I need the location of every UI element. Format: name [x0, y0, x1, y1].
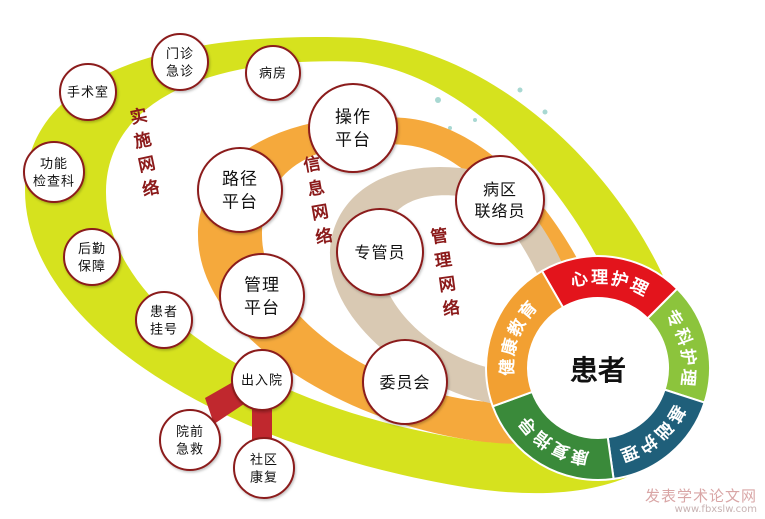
ring-segment-char: 康 [498, 335, 523, 357]
patient-ring: 心理护理专科护理基础护理康复指导健康教育 [485, 255, 711, 481]
ring-segment-char: 理 [591, 268, 608, 288]
ring-label-outer-char: 施 [132, 129, 153, 153]
node-specialist-manager: 专管员 [336, 208, 424, 296]
node-label: 后勤 [78, 242, 106, 257]
node-label: 专管员 [354, 243, 405, 262]
ring-segment-char: 护 [676, 347, 699, 366]
ring-label-inner-char: 理 [433, 250, 453, 272]
center-label: 患者 [570, 354, 626, 387]
node-label: 手术室 [67, 85, 109, 101]
node-operating-room: 手术室 [59, 63, 117, 121]
ring-label-outer-char: 络 [140, 177, 161, 201]
node-circle [151, 33, 209, 91]
node-circle [245, 45, 301, 101]
ring-segment-char: 理 [677, 368, 699, 387]
node-label: 社区 [250, 452, 278, 468]
node-label: 挂号 [150, 322, 178, 337]
node-label: 检查科 [33, 174, 75, 189]
node-label: 患者 [150, 305, 178, 320]
ring-label-middle-char: 络 [314, 225, 334, 249]
node-label: 急救 [176, 441, 204, 457]
node-circle [135, 291, 193, 349]
node-circle [159, 409, 221, 471]
ring-segment-char: 心 [569, 268, 590, 291]
ring-label-inner-char: 管 [429, 225, 449, 248]
node-ward: 病房 [245, 45, 301, 101]
watermark-title: 发表学术论文网 [644, 486, 757, 505]
node-label: 康复 [250, 469, 278, 485]
node-label: 院前 [176, 424, 204, 440]
patient-center [528, 298, 668, 438]
ring-segment-char: 护 [609, 268, 631, 292]
node-label: 路径 [222, 170, 258, 190]
ring-label-inner-char: 网 [437, 274, 457, 296]
node-label: 平台 [335, 131, 371, 151]
node-label: 委员会 [379, 373, 430, 392]
node-circle [455, 155, 545, 245]
node-circle [219, 253, 305, 339]
node-committee: 委员会 [362, 339, 448, 425]
node-label: 急诊 [166, 64, 194, 79]
node-label: 门诊 [166, 47, 194, 62]
node-label: 管理 [244, 276, 280, 296]
outer-ring [25, 37, 692, 494]
ring-label-middle-char: 网 [310, 202, 330, 225]
node-label: 病房 [259, 66, 287, 82]
node-label: 出入院 [241, 374, 283, 389]
ring-label-inner-char: 络 [441, 297, 461, 320]
ring-segment-char: 健 [497, 359, 518, 376]
node-label: 平台 [244, 299, 280, 319]
node-admission-discharge: 出入院 [231, 349, 293, 411]
ring-segment-char: 理 [618, 440, 641, 465]
ring-segment-char: 康 [569, 445, 591, 469]
ring-label-outer-char: 实 [128, 105, 149, 129]
node-circle [63, 228, 121, 286]
ring-label-outer-char: 网 [137, 154, 158, 177]
node-label: 联络员 [474, 202, 525, 221]
node-circle [308, 83, 398, 173]
node-label: 病区 [483, 180, 517, 199]
watermark: 发表学术论文网 www.fbxslw.com [644, 486, 757, 515]
node-circle [233, 437, 295, 499]
node-circle [231, 349, 293, 411]
ring-label-middle-char: 信 [302, 153, 322, 177]
node-circle [23, 141, 85, 203]
node-circle [362, 339, 448, 425]
node-label: 操作 [335, 108, 371, 128]
node-label: 平台 [222, 193, 258, 213]
ring-label-middle-char: 息 [306, 177, 326, 201]
ring-segment-char: 科 [670, 325, 696, 348]
node-label: 保障 [78, 259, 106, 274]
node-circle [59, 63, 117, 121]
node-label: 功能 [40, 157, 68, 172]
node-circle [197, 147, 283, 233]
watermark-url: www.fbxslw.com [674, 504, 757, 515]
node-circle [336, 208, 424, 296]
